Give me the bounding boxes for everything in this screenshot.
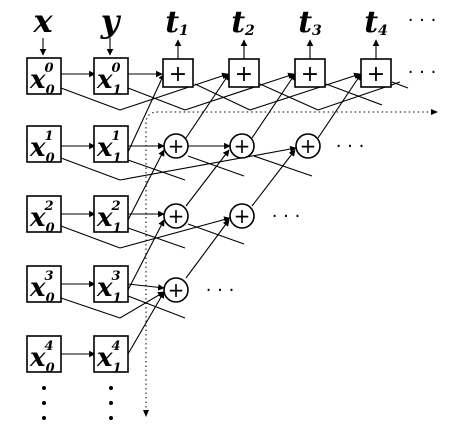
adder-box-t4: +: [360, 58, 392, 88]
output-t3: t3: [298, 5, 322, 40]
dotted-boundary: [145, 111, 432, 412]
adder-circle-r1c3: +: [295, 133, 321, 159]
svg-text:+: +: [234, 204, 251, 228]
output-t4: t4: [364, 5, 388, 40]
adder-circle-r2c2: +: [229, 203, 255, 229]
row1-ellipsis: · · ·: [336, 136, 365, 157]
output-ellipsis: · · ·: [408, 10, 437, 31]
svg-text:x11: x11: [96, 129, 122, 166]
svg-text:x30: x30: [29, 269, 55, 306]
y-input-label: y: [100, 2, 122, 40]
adder-circle-r1c2: +: [229, 133, 255, 159]
row0-ellipsis: · · ·: [408, 62, 437, 83]
svg-text:+: +: [301, 62, 319, 87]
svg-text:+: +: [169, 62, 187, 87]
column1-vertical-ellipsis: [109, 386, 113, 420]
adder-circle-r2c1: +: [163, 203, 189, 229]
svg-text:+: +: [168, 204, 185, 228]
row2-ellipsis: · · ·: [272, 206, 301, 227]
svg-text:+: +: [367, 62, 385, 87]
output-t1: t1: [165, 5, 189, 40]
output-t2: t2: [231, 5, 255, 40]
adder-box-t2: +: [228, 58, 260, 88]
adder-box-t3: +: [294, 58, 326, 88]
svg-text:x01: x01: [96, 61, 122, 98]
svg-text:x20: x20: [29, 199, 55, 236]
svg-text:x00: x00: [29, 61, 55, 98]
svg-text:x10: x10: [29, 129, 55, 166]
dotted-boundary-down-arrow: [143, 410, 149, 417]
svg-text:+: +: [168, 134, 185, 158]
svg-text:x41: x41: [96, 339, 122, 376]
svg-text:x31: x31: [96, 269, 122, 306]
svg-text:+: +: [300, 134, 317, 158]
adder-circle-r3c1: +: [163, 277, 189, 303]
adder-circle-r1c1: +: [163, 133, 189, 159]
svg-text:+: +: [234, 134, 251, 158]
svg-text:x40: x40: [29, 339, 55, 376]
svg-text:x21: x21: [96, 199, 122, 236]
dotted-boundary-right-arrow: [431, 109, 438, 115]
adder-box-t1: +: [162, 58, 194, 88]
column0-vertical-ellipsis: [42, 386, 46, 420]
svg-text:+: +: [168, 278, 185, 302]
row3-ellipsis: · · ·: [206, 280, 235, 301]
x-input-label: x: [32, 2, 53, 40]
connection-lines: [60, 70, 409, 358]
svg-text:+: +: [235, 62, 253, 87]
